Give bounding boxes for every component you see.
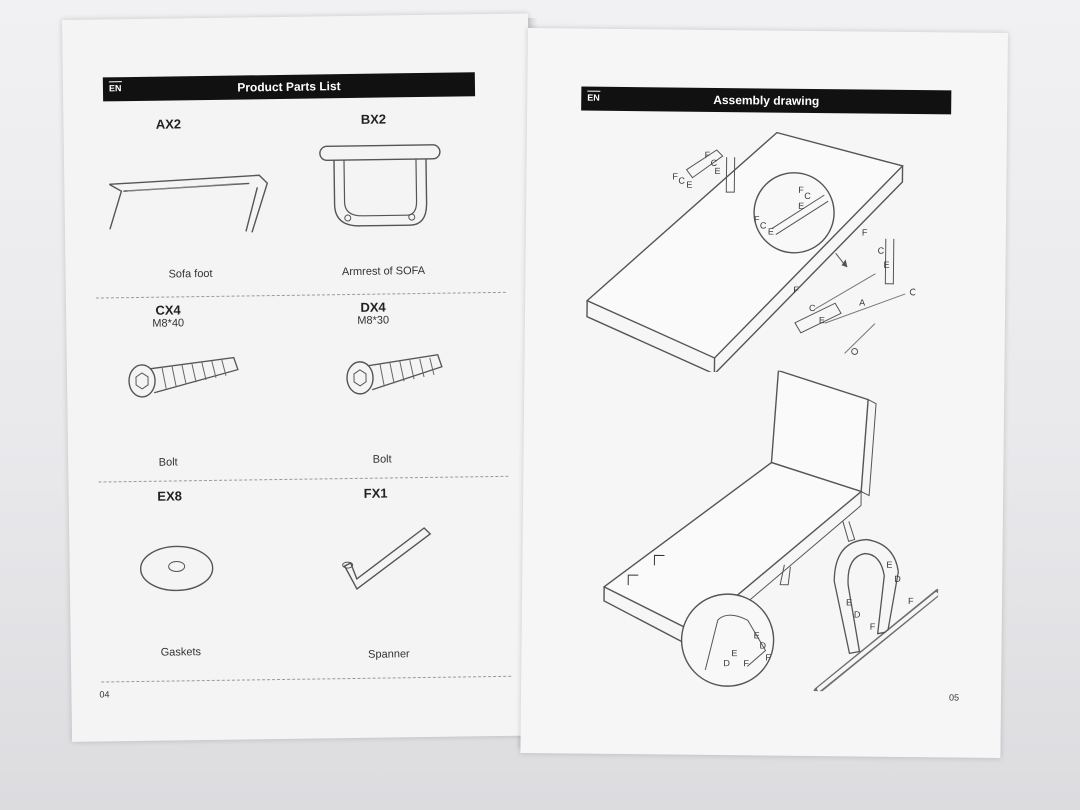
- callout-c: C: [809, 303, 816, 313]
- part-code-b: BX2: [360, 111, 387, 127]
- right-page: EN Assembly drawing F C E F C E F C E: [520, 28, 1008, 758]
- part-spec-c: M8*40: [152, 317, 185, 330]
- callout-e: E: [846, 597, 852, 607]
- callout-labels-top: F C E F C E F C E F C E F C E F C E A: [672, 150, 889, 325]
- callout-f: F: [705, 150, 711, 160]
- part-code-c: CX4: [155, 302, 181, 318]
- callout-e: E: [886, 560, 892, 570]
- page-number: 05: [948, 692, 960, 703]
- callout-c: C: [878, 246, 885, 256]
- page-title: Assembly drawing: [713, 92, 820, 109]
- callout-d: D: [759, 640, 766, 650]
- callout-f: F: [672, 172, 678, 182]
- callout-e: E: [731, 648, 737, 658]
- callout-labels-bottom: E D F E D F E D F E D F: [723, 560, 914, 669]
- gasket-illustration: [139, 545, 214, 592]
- part-label-d: Bolt: [372, 453, 392, 466]
- callout-f: F: [754, 214, 760, 224]
- callout-e: E: [819, 315, 825, 325]
- row-divider-1: [95, 291, 506, 299]
- callout-c: C: [711, 158, 718, 168]
- part-label-b: Armrest of SOFA: [341, 264, 426, 279]
- part-label-e: Gaskets: [160, 646, 202, 659]
- callout-c: C: [678, 176, 685, 186]
- armrest-illustration: [319, 144, 441, 227]
- part-label-f: Spanner: [368, 648, 410, 661]
- assembly-header: EN Assembly drawing: [581, 86, 952, 115]
- part-label-c: Bolt: [158, 456, 178, 469]
- callout-c: C: [804, 191, 811, 201]
- callout-f: F: [765, 653, 771, 663]
- callout-f: F: [908, 596, 914, 606]
- part-spec-d: M8*30: [357, 314, 390, 327]
- callout-d: D: [854, 609, 861, 619]
- callout-e: E: [714, 166, 720, 176]
- callout-f: F: [870, 622, 876, 632]
- assembly-drawing-top: F C E F C E F C E F C E F C E F C E A: [585, 131, 917, 375]
- callout-f: F: [862, 228, 868, 238]
- bolt-m8x40-illustration: [128, 356, 239, 398]
- callout-e: E: [686, 180, 692, 190]
- callout-a: A: [859, 297, 865, 307]
- part-code-a: AX2: [155, 116, 182, 132]
- callout-f: F: [793, 285, 799, 295]
- part-code-e: EX8: [157, 488, 183, 504]
- part-code-d: DX4: [360, 299, 386, 315]
- assembly-drawing-bottom: E D F E D F E D F E D F: [602, 369, 941, 693]
- callout-e: E: [768, 227, 774, 237]
- spanner-illustration: [342, 527, 432, 590]
- left-page: EN Product Parts List AX2 BX2 Sofa foot …: [62, 13, 539, 742]
- parts-list-header: EN Product Parts List: [102, 72, 476, 102]
- callout-e: E: [798, 201, 804, 211]
- callout-d: D: [723, 658, 730, 668]
- page-title: Product Parts List: [237, 79, 341, 95]
- bolt-m8x30-illustration: [346, 354, 443, 395]
- row-divider-2: [98, 475, 509, 483]
- sofa-foot-illustration: [108, 174, 269, 233]
- row-divider-3: [101, 675, 512, 683]
- part-label-a: Sofa foot: [168, 267, 213, 281]
- callout-d: D: [894, 574, 901, 584]
- callout-f: F: [798, 185, 804, 195]
- callout-f: F: [743, 658, 749, 668]
- page-number: 04: [99, 689, 110, 700]
- callout-e: E: [883, 260, 889, 270]
- callout-e: E: [754, 630, 760, 640]
- callout-c: C: [760, 220, 767, 230]
- part-code-f: FX1: [363, 485, 388, 501]
